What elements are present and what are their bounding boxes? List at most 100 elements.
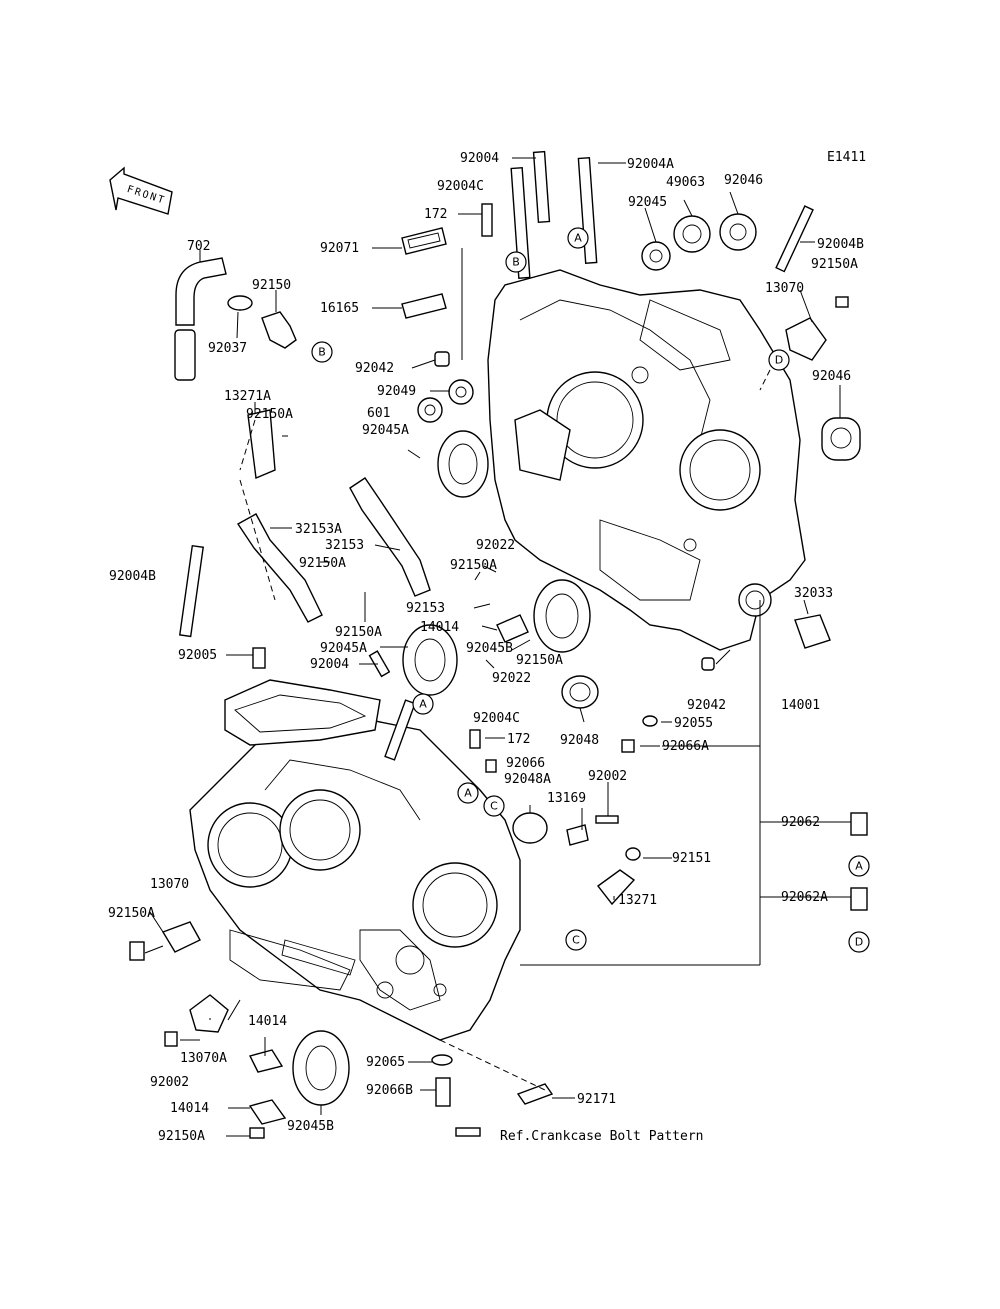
bearing-49063 xyxy=(673,215,711,253)
label-92042-mid: 92042 xyxy=(687,698,726,713)
oil-pipe-32153 xyxy=(349,477,431,597)
bracket-13271A xyxy=(247,409,276,480)
label-92150A-d: 92150A xyxy=(335,625,382,640)
label-32033: 32033 xyxy=(794,586,833,601)
svg-text:D: D xyxy=(855,936,863,949)
label-92150: 92150 xyxy=(252,278,291,293)
label-92150A-e: 92150A xyxy=(516,653,563,668)
svg-text:C: C xyxy=(490,800,498,813)
svg-text:A: A xyxy=(419,698,427,711)
bolt-92002-lower xyxy=(164,1031,178,1047)
label-92004: 92004 xyxy=(460,151,499,166)
bolt-92150A-lower xyxy=(249,1127,265,1139)
label-13271: 13271 xyxy=(618,893,657,908)
dowel-172-mid xyxy=(469,729,481,749)
label-702: 702 xyxy=(187,239,210,254)
svg-text:C: C xyxy=(572,934,580,947)
plug-92066A xyxy=(621,739,635,753)
label-92045A-mid: 92045A xyxy=(320,641,367,656)
bearing-92046-top xyxy=(719,213,757,251)
label-601: 601 xyxy=(367,406,390,421)
label-13169: 13169 xyxy=(547,791,586,806)
label-92150A-bottom: 92150A xyxy=(158,1129,205,1144)
gasket-92071 xyxy=(401,227,447,255)
label-92150A-b: 92150A xyxy=(299,556,346,571)
bolt-ref-pattern xyxy=(455,1127,481,1137)
leader-lines xyxy=(144,157,851,1137)
stud-92004C-mid xyxy=(384,699,416,761)
label-92062A: 92062A xyxy=(781,890,828,905)
label-14014-lower: 14014 xyxy=(248,1014,287,1029)
label-92045: 92045 xyxy=(628,195,667,210)
label-92002-mid: 92002 xyxy=(588,769,627,784)
svg-text:B: B xyxy=(318,346,326,359)
label-92153: 92153 xyxy=(406,601,445,616)
bracket-13070-right xyxy=(785,317,827,361)
bearing-92045 xyxy=(641,241,671,271)
bracket-13271 xyxy=(597,869,636,906)
label-14001: 14001 xyxy=(781,698,820,713)
callout-a-mid: A xyxy=(412,693,434,715)
label-92151: 92151 xyxy=(672,851,711,866)
label-92004B-left: 92004B xyxy=(109,569,156,584)
callout-c-lower: C xyxy=(483,795,505,817)
upper-crankcase-half xyxy=(487,269,806,651)
clamp-92037 xyxy=(227,295,253,311)
svg-text:D: D xyxy=(775,354,783,367)
label-92022-top: 92022 xyxy=(476,538,515,553)
reference-note: Ref.Crankcase Bolt Pattern xyxy=(500,1129,704,1144)
dowel-92066 xyxy=(485,759,497,773)
spring-92062 xyxy=(850,812,868,836)
stud-92004-mid xyxy=(368,650,391,678)
label-13271A: 13271A xyxy=(224,389,271,404)
label-92048A: 92048A xyxy=(504,772,551,787)
fitting-92150 xyxy=(261,311,297,349)
label-92037: 92037 xyxy=(208,341,247,356)
label-13070: 13070 xyxy=(765,281,804,296)
callout-b-hose: B xyxy=(311,341,333,363)
label-92004B: 92004B xyxy=(817,237,864,252)
label-92150A-c: 92150A xyxy=(450,558,497,573)
dowel-172 xyxy=(481,203,493,237)
label-92065: 92065 xyxy=(366,1055,405,1070)
label-92071: 92071 xyxy=(320,241,359,256)
label-16165: 16165 xyxy=(320,301,359,316)
label-92042-top: 92042 xyxy=(355,361,394,376)
oil-pipe-32153A xyxy=(236,513,323,623)
label-172: 172 xyxy=(424,207,447,222)
label-14014-mid: 14014 xyxy=(420,620,459,635)
breather-hose-702 xyxy=(174,257,227,381)
label-92004C-mid: 92004C xyxy=(473,711,520,726)
stud-92004B-left xyxy=(178,544,204,638)
label-92045B-lower: 92045B xyxy=(287,1119,334,1134)
label-92171: 92171 xyxy=(577,1092,616,1107)
callout-a-lower: A xyxy=(457,782,479,804)
dowel-92042-top xyxy=(434,351,450,367)
bearing-92045A-lower xyxy=(402,624,458,696)
stud-92004C xyxy=(510,166,531,279)
label-92046-right: 92046 xyxy=(812,369,851,384)
label-92004-mid: 92004 xyxy=(310,657,349,672)
race-92048A xyxy=(512,812,548,844)
callout-a-top: A xyxy=(567,227,589,249)
bearing-92045B-lower xyxy=(292,1030,350,1106)
bracket-13169 xyxy=(566,824,589,846)
label-32153: 32153 xyxy=(325,538,364,553)
shift-shaft-seal-32033 xyxy=(794,614,831,649)
bolt-92150A-left xyxy=(129,941,145,961)
bearing-92046-right xyxy=(821,417,861,461)
label-92002-lower: 92002 xyxy=(150,1075,189,1090)
label-92045B-mid: 92045B xyxy=(466,641,513,656)
bearing-92045A-upper xyxy=(437,430,489,498)
race-92048 xyxy=(561,675,599,709)
spring-92062A xyxy=(850,887,868,911)
plate-14014-lower-2 xyxy=(248,1099,287,1125)
label-92062: 92062 xyxy=(781,815,820,830)
bolt-92150A-top-right xyxy=(835,296,849,308)
label-92004C: 92004C xyxy=(437,179,484,194)
plate-14014-mid xyxy=(496,614,529,643)
plate-14014-lower-1 xyxy=(248,1049,284,1073)
bracket-13070A xyxy=(189,994,229,1033)
stud-92004 xyxy=(532,150,551,224)
